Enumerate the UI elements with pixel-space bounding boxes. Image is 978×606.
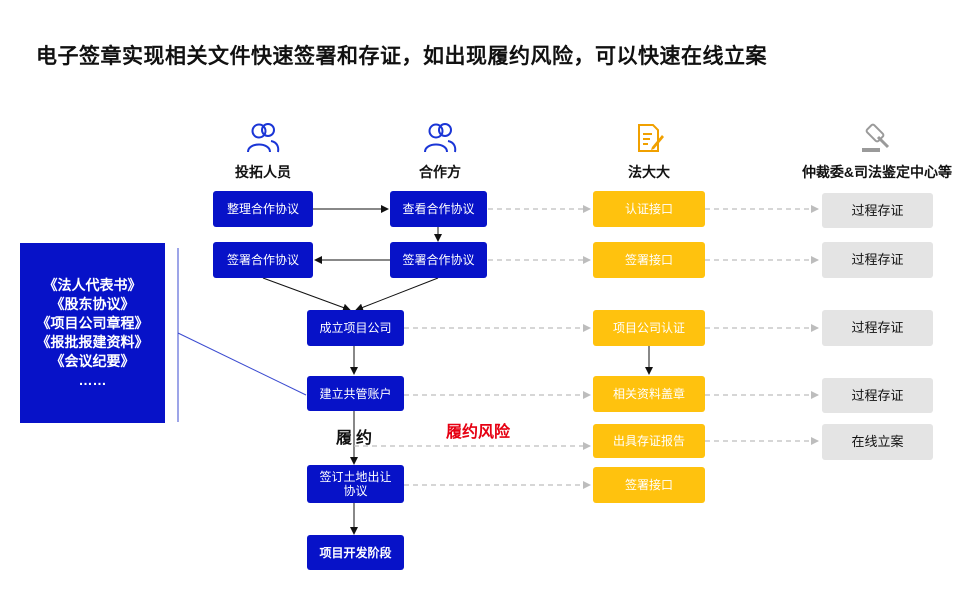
- page-title: 电子签章实现相关文件快速签署和存证，如出现履约风险，可以快速在线立案: [36, 45, 767, 68]
- documents-panel: 《法人代表书》 《股东协议》 《项目公司章程》 《报批报建资料》 《会议纪要》 …: [20, 243, 165, 423]
- process-evidence-box: 过程存证: [822, 242, 933, 278]
- auth-api-box: 认证接口: [593, 191, 705, 227]
- dev-stage-box: 项目开发阶段: [307, 535, 404, 570]
- docs-seal-box: 相关资料盖章: [593, 376, 705, 412]
- document-item: 《股东协议》: [50, 296, 135, 312]
- column-partner-label: 合作方: [419, 164, 461, 180]
- process-evidence-box: 过程存证: [822, 310, 933, 346]
- performance-label: 履约: [336, 430, 377, 447]
- company-auth-box: 项目公司认证: [593, 310, 705, 346]
- sign-agreement-investor-box: 签署合作协议: [213, 242, 313, 278]
- shared-account-box: 建立共管账户: [307, 376, 404, 411]
- sign-api-box: 签署接口: [593, 242, 705, 278]
- view-agreement-box: 查看合作协议: [390, 191, 487, 227]
- process-evidence-box: 过程存证: [822, 378, 933, 413]
- land-transfer-box: 签订土地出让协议: [307, 465, 404, 503]
- evidence-report-box: 出具存证报告: [593, 424, 705, 458]
- establish-company-box: 成立项目公司: [307, 310, 404, 346]
- performance-risk-label: 履约风险: [446, 424, 511, 441]
- document-item: 《会议纪要》: [50, 353, 135, 369]
- column-investor-label: 投拓人员: [235, 164, 291, 180]
- document-item: 《法人代表书》: [43, 277, 142, 293]
- document-edit-icon: [638, 124, 664, 152]
- document-item: ……: [78, 372, 107, 388]
- sign-agreement-partner-box: 签署合作协议: [390, 242, 487, 278]
- process-evidence-box: 过程存证: [822, 193, 933, 228]
- online-filing-box: 在线立案: [822, 424, 933, 460]
- gavel-icon: [862, 123, 890, 152]
- document-item: 《项目公司章程》: [36, 315, 149, 331]
- sign-api-box-2: 签署接口: [593, 467, 705, 503]
- column-arbitration-label: 仲裁委&司法鉴定中心等: [801, 164, 953, 180]
- people-icon: [247, 123, 280, 153]
- organize-agreement-box: 整理合作协议: [213, 191, 313, 227]
- document-item: 《报批报建资料》: [36, 334, 149, 350]
- column-fadada-label: 法大大: [628, 164, 670, 180]
- people-icon: [424, 123, 457, 153]
